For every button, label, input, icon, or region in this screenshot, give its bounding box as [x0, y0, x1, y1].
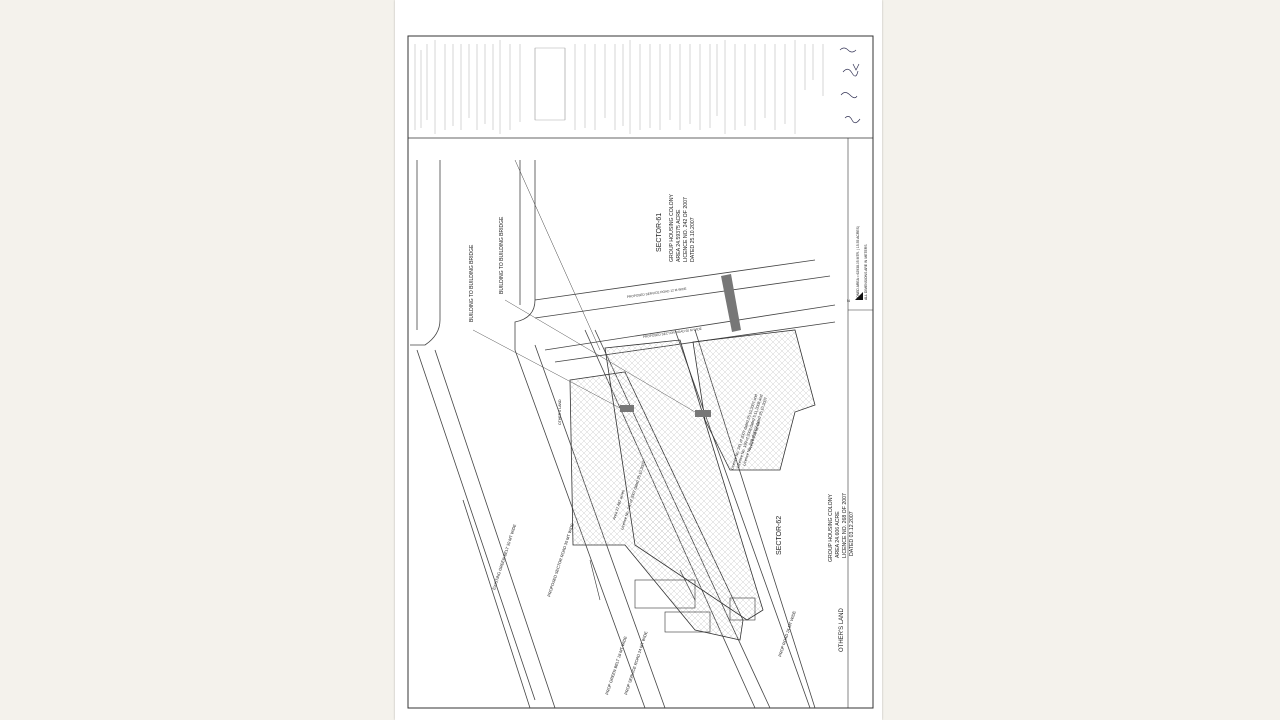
drawing-label: N	[847, 298, 850, 303]
bridge-block-left	[620, 405, 634, 412]
notes-text-lines	[414, 44, 824, 130]
others-land-top: OTHER'S LAND	[558, 399, 562, 425]
sector-road-30-label: PROPOSED SECTOR ROAD 30 MT WIDE	[546, 522, 575, 597]
signature-stamps	[839, 47, 861, 124]
sector-62-label: SECTOR-62	[776, 516, 783, 555]
prop-road-24-label: PROP ROAD 24 MT WIDE	[777, 610, 797, 657]
bridge-label-2: BUILDING TO BUILDING BRIDGE	[499, 216, 505, 294]
site-plan-drawing: N SECTOR-61 GROUP HOUSING COLONY AREA 24…	[407, 35, 874, 709]
drawing-label: AREA 24.606 ACRE	[835, 511, 841, 558]
zoned-area-note: ZONED AREA = 62938.05 MTR. ( 15.55 ACRES…	[856, 226, 860, 300]
entry-structures	[589, 559, 756, 633]
north-arrow: N	[847, 292, 863, 303]
drawing-label: AREA 24.59375 ACRE	[676, 209, 682, 262]
drawing-label: GROUP HOUSING COLONY	[828, 494, 834, 562]
bridge-block-right	[695, 410, 711, 417]
drawing-label: GROUP HOUSING COLONY	[669, 194, 675, 262]
bridge-label-1: BUILDING TO BUILDING BRIDGE	[469, 244, 475, 322]
drawing-label: LICENCE NO. 242 OF 2007	[683, 197, 689, 262]
drawing-label: LICENCE NO. 268 OF 2007	[842, 493, 848, 558]
notes-block	[434, 40, 796, 134]
plot-sector-62-right	[692, 329, 816, 471]
green-belt-existing-label: EXISTING GREEN BELT 30 MT WIDE	[491, 523, 517, 590]
drawing-sheet: N SECTOR-61 GROUP HOUSING COLONY AREA 24…	[395, 0, 882, 720]
drawing-border	[407, 35, 874, 709]
drawing-label: DATED 25.10.2007	[690, 217, 696, 262]
service-road-12-label: PROPOSED SERVICE ROAD 12 M WIDE	[627, 287, 687, 299]
bridge-block-top	[721, 274, 741, 332]
others-land-right: OTHER'S LAND	[839, 608, 845, 652]
green-belt-prop-label: PROP GREEN BELT 18 MT WIDE	[604, 635, 628, 695]
drawing-label: DATED 03.12.2007	[849, 511, 855, 556]
dimensions-note: ALL DIMENSIONS ARE IN METERS	[864, 244, 868, 300]
sector-61-label: SECTOR-61	[656, 213, 663, 252]
sector-road-60-label: PROPOSED SECTOR ROAD 60 M WIDE	[643, 327, 702, 339]
service-road-24-label: PROP SERVICE ROAD 24 MT WIDE	[623, 630, 648, 695]
